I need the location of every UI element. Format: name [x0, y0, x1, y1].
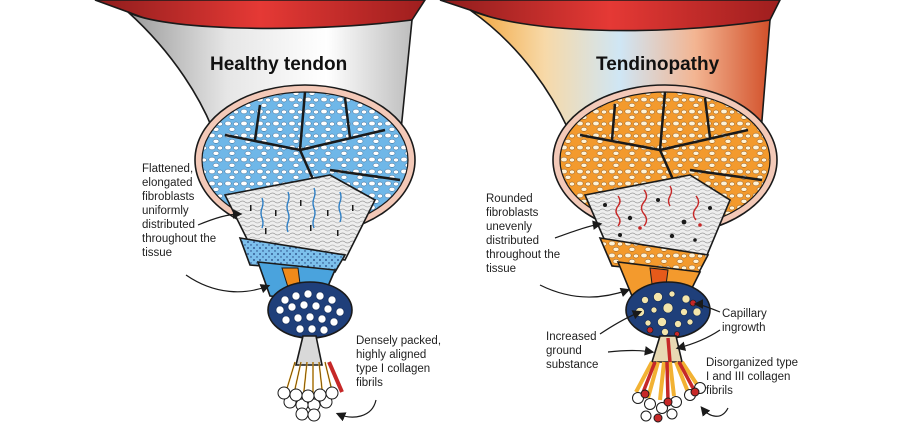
tendinopathy-collagen-label: Disorganized type I and III collagen fib…: [706, 357, 801, 397]
healthy-collagen-fibrils: [277, 361, 344, 422]
tendinopathy-illustration: [439, 0, 781, 423]
tendinopathy-collagen-fibrils: [632, 360, 706, 423]
tendinopathy-capillary-arrow-1: [693, 299, 721, 313]
healthy-fibroblasts: [260, 187, 342, 233]
tendinopathy-ground-arrow-2: [607, 346, 655, 356]
tendinopathy-capillary-label: Capillary ingrowth: [722, 308, 770, 334]
healthy-fiber-cutaway: [223, 174, 377, 261]
healthy-title: Healthy tendon: [210, 54, 347, 75]
healthy-tendon-illustration: [94, 0, 426, 422]
tendinopathy-ground-arrow-1: [599, 310, 643, 335]
healthy-fibroblast-arrow-1: [197, 209, 243, 226]
tendinopathy-fibroblasts: [615, 185, 700, 227]
tendinopathy-ground-label: Increased ground substance: [546, 331, 600, 371]
tendinopathy-fibroblast-arrow-2: [539, 284, 631, 298]
tendinopathy-title: Tendinopathy: [596, 54, 720, 75]
tendinopathy-collagen-arrow: [700, 406, 729, 417]
healthy-collagen-label: Densely packed, highly aligned type I co…: [356, 335, 444, 389]
healthy-fibroblast-arrow-2: [185, 274, 271, 294]
healthy-collagen-arrow: [335, 399, 377, 422]
healthy-fibroblast-label: Flattened, elongated fibroblasts uniform…: [142, 163, 219, 259]
tendinopathy-fibroblast-arrow-1: [554, 220, 603, 239]
tendinopathy-capillary-arrow-2: [675, 329, 721, 351]
tendinopathy-fibroblast-label: Rounded fibroblasts unevenly distributed…: [486, 193, 563, 275]
